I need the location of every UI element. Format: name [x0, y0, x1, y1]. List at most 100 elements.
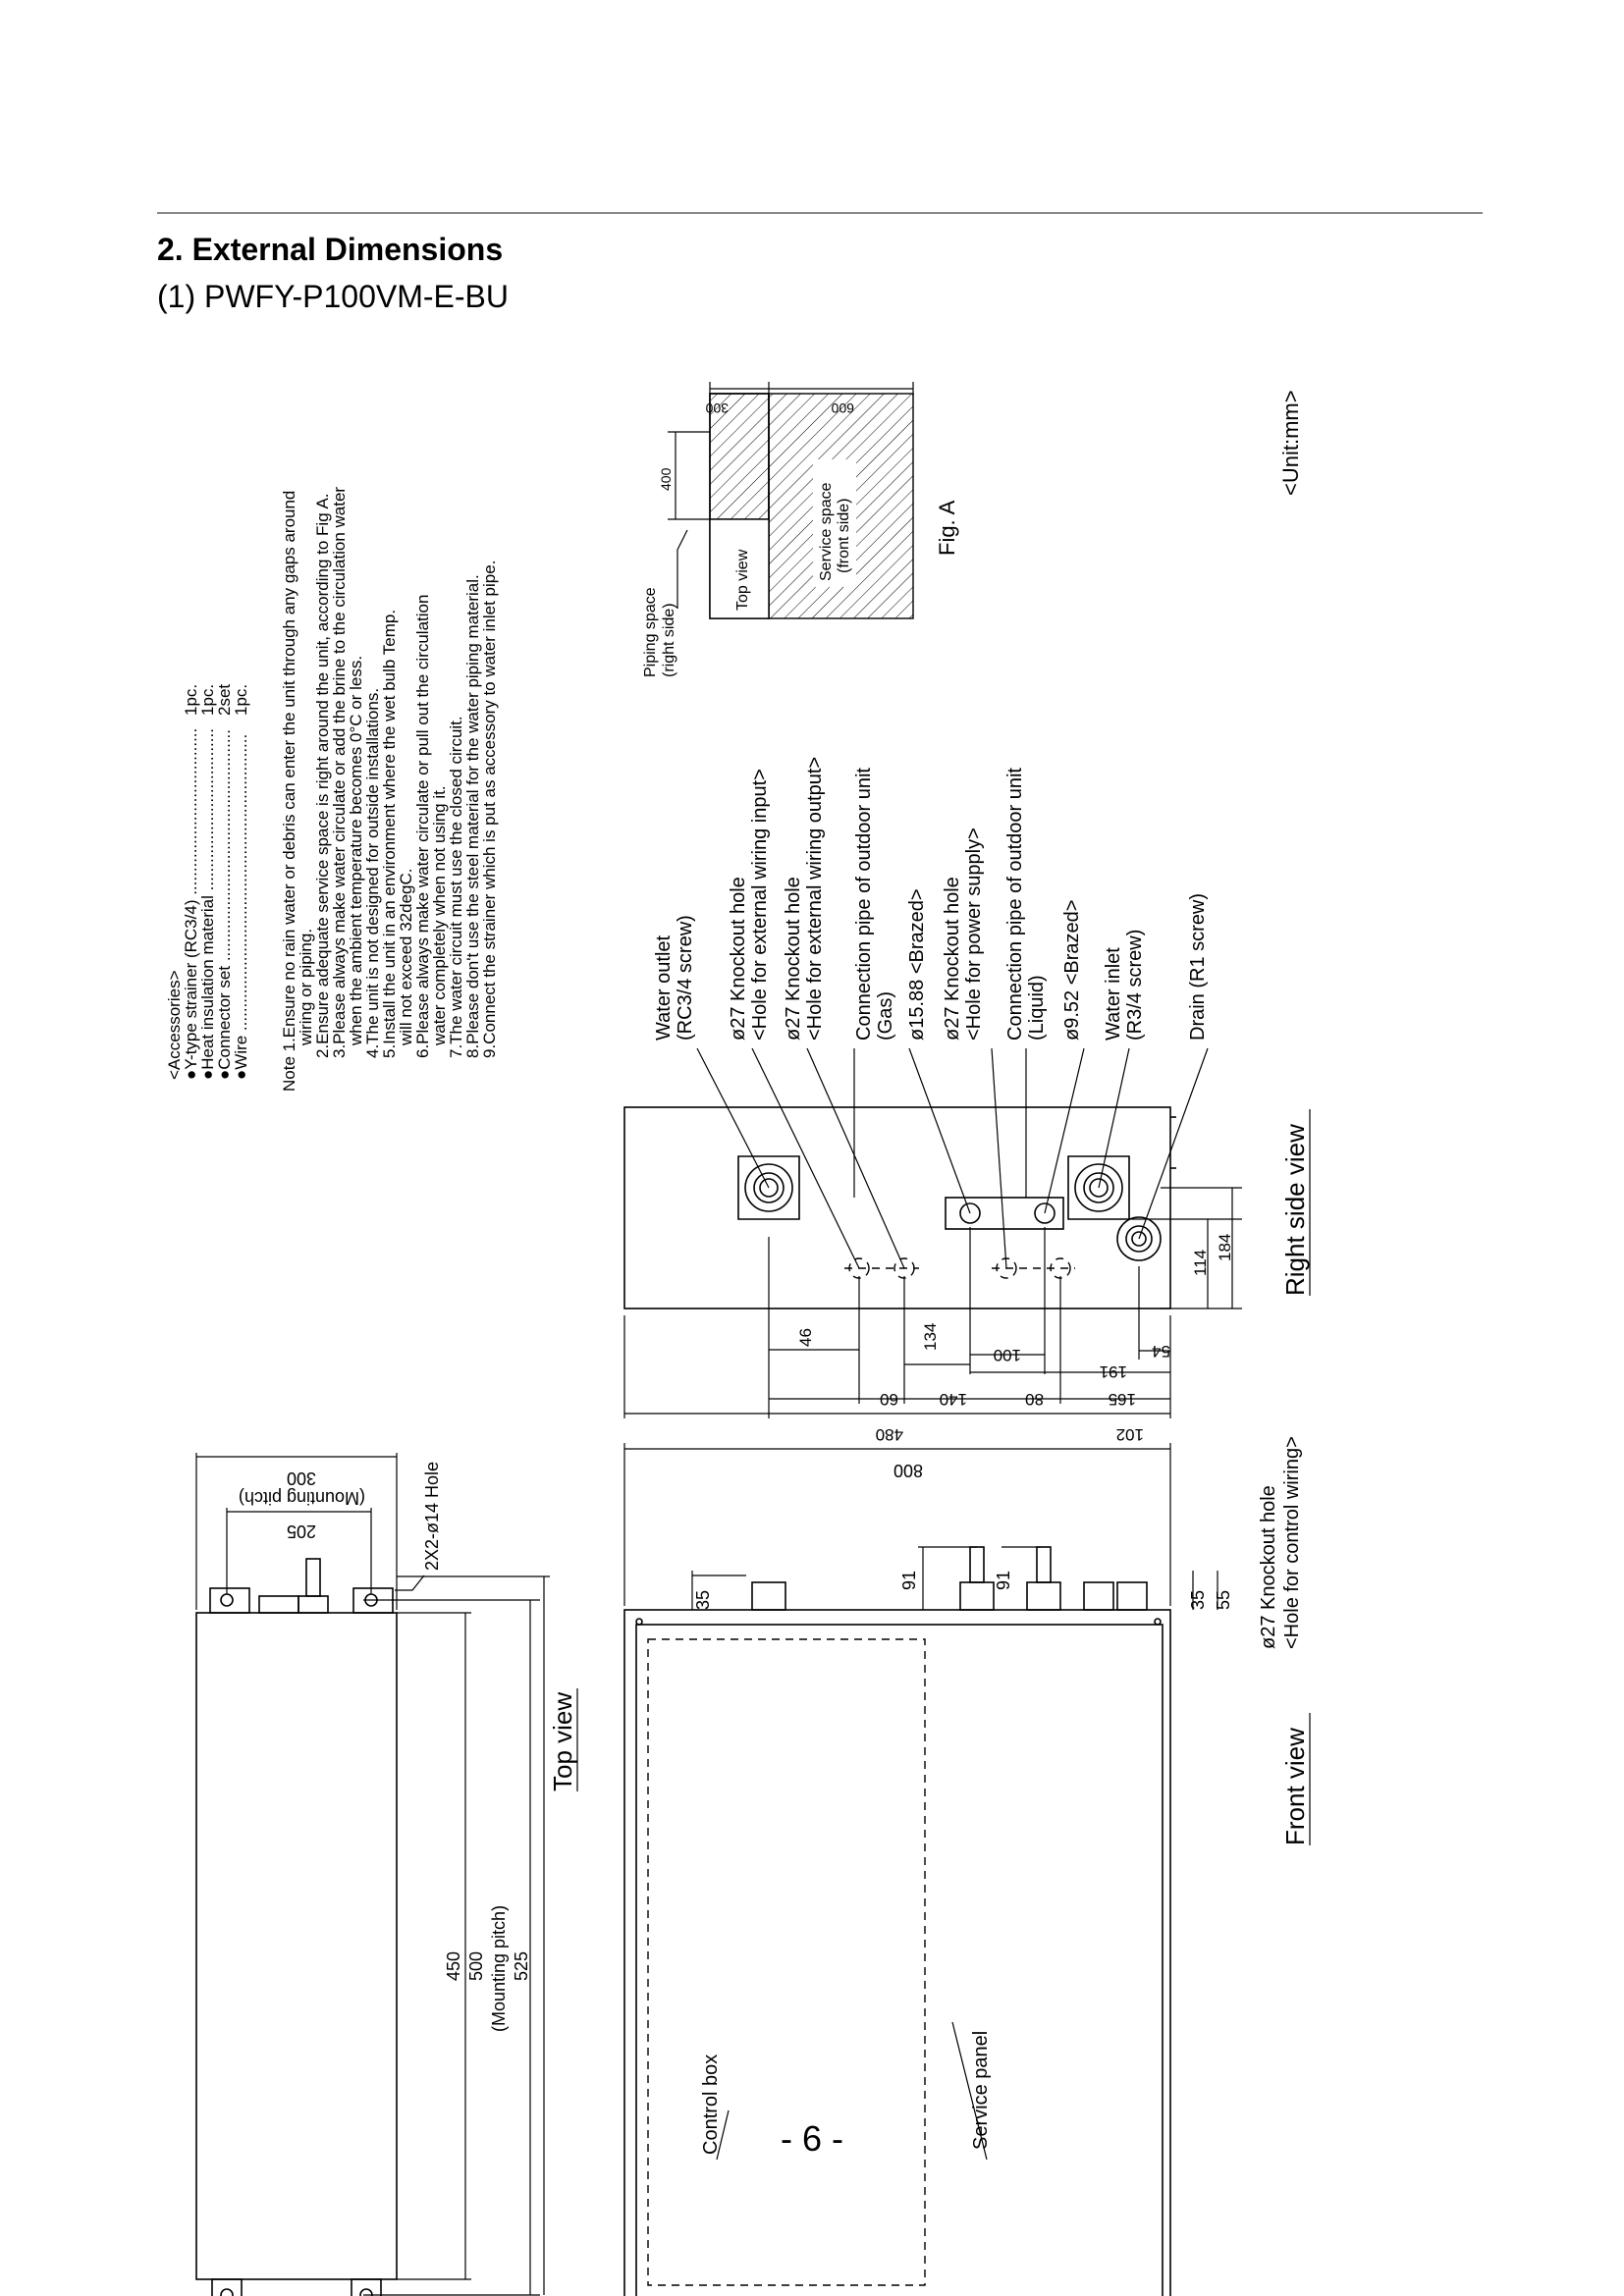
fig-a-dim-600: 600	[831, 400, 854, 416]
water-outlet-fitting	[737, 1155, 800, 1220]
note-line: 2.Ensure adequate service space is right…	[313, 493, 332, 1058]
accessory-qty: 1pc.	[232, 684, 250, 716]
top-dim-500: 500	[466, 1951, 486, 1981]
control-box-outline	[647, 1638, 926, 2286]
label-knockout-input: ø27 Knockout hole	[728, 877, 749, 1041]
top-dim-525: 525	[512, 1951, 531, 1981]
label-knockout-power: ø27 Knockout hole	[942, 877, 963, 1041]
front-dim-55: 55	[1214, 1590, 1233, 1610]
note-line: water completely when not using it.	[430, 785, 449, 1046]
control-box-label: Control box	[700, 2055, 722, 2155]
dim-134: 134	[921, 1323, 940, 1351]
service-panel-label: Service panel	[970, 2031, 992, 2150]
top-view: 300 (Mounting pitch) 205 450 500 (Mounti…	[195, 1453, 578, 2296]
top-dim-mount-pitch-lower: (Mounting pitch)	[489, 1905, 509, 2032]
label-water-inlet-sub: (R3/4 screw)	[1124, 930, 1146, 1041]
note-line: 7.The water circuit must use the closed …	[447, 716, 465, 1058]
fig-a-unit	[709, 518, 770, 619]
note-line: 4.The unit is not designed for outside i…	[363, 688, 382, 1058]
dim-46: 46	[796, 1328, 815, 1347]
label-gas-size: ø15.88 <Brazed>	[906, 888, 928, 1041]
top-view-body	[195, 1612, 398, 2280]
fig-a-dim-300: 300	[705, 400, 729, 416]
top-dim-mount-pitch-upper: (Mounting pitch)	[239, 1488, 365, 1508]
top-hole-label: 2X2-ø14 Hole	[422, 1462, 442, 1571]
note-line: will not exceed 32degC.	[397, 868, 415, 1046]
note-line: 6.Please always make water circulate or …	[413, 595, 432, 1058]
front-dim-91b: 91	[994, 1571, 1013, 1590]
fig-a-dim-400: 400	[658, 467, 674, 491]
top-dim-450: 450	[444, 1951, 463, 1981]
label-liquid-size: ø9.52 <Brazed>	[1061, 900, 1083, 1041]
front-view: 800 35 91 91 35 55 ø27 Knockout hole <Ho…	[623, 1436, 1311, 2296]
label-water-outlet-sub: (RC3/4 screw)	[675, 915, 696, 1041]
right-side-view-title: Right side view	[1280, 1124, 1310, 1296]
note-line: Note 1.Ensure no rain water or debris ca…	[280, 491, 298, 1092]
right-side-labels: Water outlet (RC3/4 screw) ø27 Knockout …	[653, 757, 1209, 1041]
fig-a-piping-space	[709, 393, 770, 520]
front-view-title: Front view	[1280, 1728, 1310, 1845]
dim-480: 480	[876, 1425, 903, 1444]
top-dim-205: 205	[287, 1522, 316, 1541]
note-line: wiring or piping.	[297, 929, 315, 1046]
accessory-item: ●Y-type strainer (RC3/4) ...............…	[182, 728, 200, 1080]
note-line: 5.Install the unit in an environment whe…	[380, 610, 399, 1058]
label-water-outlet: Water outlet	[653, 934, 675, 1041]
front-knockout-label-sub: <Hole for control wiring>	[1281, 1436, 1303, 1649]
dim-60: 60	[880, 1390, 898, 1409]
fig-a-service-label-bg	[813, 459, 856, 587]
drain-fitting	[1116, 1216, 1162, 1261]
note-line: 9.Connect the strainer which is put as a…	[480, 561, 499, 1058]
label-gas-pipe: Connection pipe of outdoor unit	[853, 768, 875, 1041]
right-side-dimensions: 46 134 100 191 54 60 140 80 165 480 102 …	[623, 1187, 1242, 1444]
dim-100: 100	[994, 1346, 1021, 1364]
note-line: when the ambient temperature becomes 0°C…	[347, 656, 365, 1046]
label-water-inlet: Water inlet	[1103, 947, 1124, 1041]
right-side-view: 46 134 100 191 54 60 140 80 165 480 102 …	[623, 757, 1311, 1444]
accessory-item: ●Heat insulation material ..............…	[198, 728, 217, 1080]
label-liquid-pipe-sub: (Liquid)	[1026, 975, 1048, 1041]
accessory-qty: 1pc.	[198, 684, 217, 716]
front-view-body	[623, 1609, 1171, 2296]
dim-165: 165	[1109, 1390, 1136, 1409]
note-line: 8.Please don't use the steel material fo…	[463, 574, 482, 1058]
note-line: 3.Please always make water circulate or …	[330, 487, 349, 1058]
dim-184: 184	[1216, 1234, 1234, 1261]
fig-a-service-space-sub: (front side)	[836, 499, 852, 573]
dim-80: 80	[1025, 1390, 1044, 1409]
section-title: 2. External Dimensions	[157, 232, 504, 267]
accessory-item: ●Wire ..................................…	[232, 734, 250, 1080]
notes-block: Note 1.Ensure no rain water or debris ca…	[280, 487, 499, 1092]
dim-102: 102	[1116, 1425, 1144, 1444]
label-knockout-output: ø27 Knockout hole	[783, 877, 804, 1041]
knockout-holes	[844, 1257, 1075, 1279]
right-side-leaders	[696, 1047, 1209, 1269]
front-dim-91a: 91	[899, 1571, 919, 1590]
accessory-item: ●Connector set .........................…	[215, 729, 234, 1080]
top-view-title: Top view	[548, 1692, 577, 1791]
fig-a-caption: Fig. A	[935, 500, 959, 556]
label-knockout-power-sub: <Hole for power supply>	[963, 828, 985, 1041]
fig-a: Top view Service space (front side) 400 …	[642, 382, 959, 677]
accessory-qty: 2set	[215, 684, 234, 716]
page-number: - 6 -	[780, 2118, 843, 2159]
dim-54: 54	[1152, 1342, 1170, 1361]
dim-191: 191	[1100, 1362, 1127, 1381]
accessories-heading: <Accessories>	[165, 970, 184, 1080]
fig-a-piping-space-sub: (right side)	[661, 603, 677, 677]
accessories-block: <Accessories> ●Y-type strainer (RC3/4) .…	[165, 684, 250, 1080]
label-liquid-pipe: Connection pipe of outdoor unit	[1004, 768, 1026, 1041]
fig-a-top-view-label: Top view	[734, 549, 751, 611]
front-knockout-label: ø27 Knockout hole	[1258, 1485, 1279, 1649]
accessories-list: ●Y-type strainer (RC3/4) ...............…	[182, 684, 250, 1080]
unit-label: <Unit:mm>	[1278, 390, 1303, 496]
accessory-qty: 1pc.	[182, 684, 200, 716]
refrigerant-connection-plate	[945, 1197, 1064, 1230]
right-side-body	[623, 1106, 1171, 1309]
label-knockout-output-sub: <Hole for external wiring output>	[804, 757, 826, 1041]
top-dim-300: 300	[287, 1468, 316, 1488]
dim-114: 114	[1191, 1250, 1210, 1276]
label-drain: Drain (R1 screw)	[1187, 893, 1209, 1041]
front-dim-35b: 35	[1188, 1590, 1208, 1610]
